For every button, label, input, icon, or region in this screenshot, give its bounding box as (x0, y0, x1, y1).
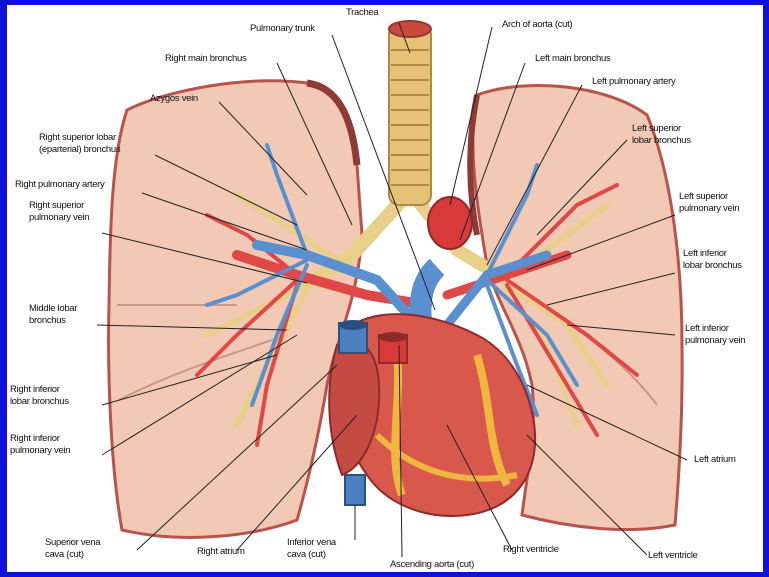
label-azygos-vein: Azygos vein (150, 93, 198, 104)
label-left-superior-vein-1: Left superior (679, 191, 728, 202)
label-ascending-aorta: Ascending aorta (cut) (390, 559, 474, 570)
label-right-superior-vein-2: pulmonary vein (29, 212, 89, 223)
label-right-inferior-vein-1: Right inferior (10, 433, 60, 444)
label-left-inferior-lobar-2: lobar bronchus (683, 260, 742, 271)
label-left-main-bronchus: Left main bronchus (535, 53, 610, 64)
label-left-superior-lobar-2: lobar bronchus (632, 135, 691, 146)
lung-heart-illustration (7, 5, 763, 572)
label-right-main-bronchus: Right main bronchus (165, 53, 246, 64)
label-ivc-2: cava (cut) (287, 549, 326, 560)
label-svc-2: cava (cut) (45, 549, 84, 560)
label-right-atrium: Right atrium (197, 546, 245, 557)
label-svc-1: Superior vena (45, 537, 100, 548)
label-right-superior-lobar-1: Right superior lobar (39, 132, 116, 143)
right-lung (109, 81, 362, 538)
label-pulmonary-trunk: Pulmonary trunk (250, 23, 315, 34)
label-left-superior-vein-2: pulmonary vein (679, 203, 739, 214)
label-right-pulmonary-artery: Right pulmonary artery (15, 179, 105, 190)
label-right-inferior-vein-2: pulmonary vein (10, 445, 70, 456)
label-left-ventricle: Left ventricle (648, 550, 698, 561)
label-right-inferior-lobar-1: Right inferior (10, 384, 60, 395)
label-left-pulmonary-artery: Left pulmonary artery (592, 76, 675, 87)
label-left-superior-lobar-1: Left superior (632, 123, 681, 134)
label-ivc-1: Inferior vena (287, 537, 336, 548)
label-middle-lobar-1: Middle lobar (29, 303, 77, 314)
label-middle-lobar-2: bronchus (29, 315, 66, 326)
label-right-ventricle: Right ventricle (503, 544, 559, 555)
diagram-frame: Trachea Pulmonary trunk Arch of aorta (c… (7, 5, 763, 572)
label-left-inferior-lobar-1: Left inferior (683, 248, 727, 259)
label-left-atrium: Left atrium (694, 454, 736, 465)
inferior-vena-cava (345, 475, 365, 505)
label-left-inferior-vein-2: pulmonary vein (685, 335, 745, 346)
label-trachea: Trachea (346, 7, 378, 18)
label-arch-of-aorta: Arch of aorta (cut) (502, 19, 572, 30)
label-right-inferior-lobar-2: lobar bronchus (10, 396, 69, 407)
label-right-superior-vein-1: Right superior (29, 200, 84, 211)
label-right-superior-lobar-2: (eparterial) bronchus (39, 144, 120, 155)
label-left-inferior-vein-1: Left inferior (685, 323, 729, 334)
